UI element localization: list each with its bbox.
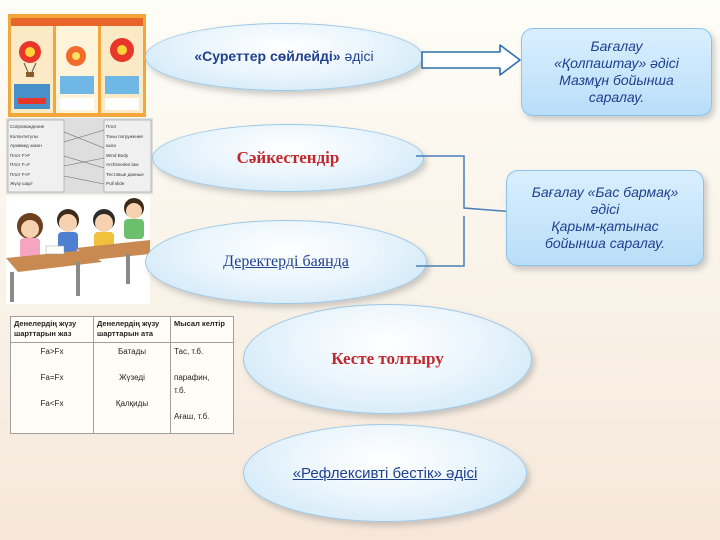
worksheet-right-row: Pull slide <box>106 181 125 186</box>
table-header-row: Денелердің жүзу шарттарын жаз Денелердің… <box>10 315 234 344</box>
assessment-thumb-line2: әдісі <box>590 201 620 217</box>
table-header-cell: Денелердің жүзу шарттарын ата <box>93 315 171 344</box>
table-row: Fа>Fх Fа=Fх Fа<Fх Батады Жүзеді Қалқиды … <box>10 342 234 434</box>
reflexive-five-title: «Рефлексивті бестік» әдісі <box>292 464 478 482</box>
worksheet-right-row: Плот <box>106 124 117 129</box>
table-fill-title: Кесте толтыру <box>331 349 444 368</box>
worksheet-right-row: Тестовые данные <box>106 171 144 177</box>
worksheet-left-row: Колонтитулы <box>10 133 38 139</box>
worksheet-left-row: Плот F<F <box>10 171 31 177</box>
reflexive-five-ellipse: «Рефлексивті бестік» әдісі <box>243 424 527 522</box>
worksheet-left-row: Плот F=F <box>10 162 31 167</box>
table-header-cell: Мысал келтір <box>170 315 234 344</box>
worksheet-right-row: Archimedes law <box>106 162 139 167</box>
pictures-speak-method-ellipse: «Суреттер сөйлейді» әдісі <box>145 23 423 91</box>
worksheet-left-row: Жүзу шарт <box>10 181 33 186</box>
table-header-cell: Денелердің жүзу шарттарын жаз <box>10 315 94 344</box>
arrow-right-icon <box>421 44 521 76</box>
matching-ellipse: Сәйкестендір <box>152 124 424 192</box>
assessment-praise-box: Бағалау «Қолпаштау» әдісі Мазмұн бойынша… <box>521 28 712 116</box>
report-data-ellipse: Деректерді баянда <box>145 220 427 304</box>
matching-worksheet-image: Сопровождение Колонтитулы Архимед закон … <box>6 118 153 194</box>
matching-title: Сәйкестендір <box>236 148 340 167</box>
worksheet-right-row: Wind Body <box>106 152 129 158</box>
worksheet-left-row: Архимед закон <box>10 143 42 148</box>
assessment-thumb-line4: бойынша саралау. <box>544 235 666 251</box>
table-cell-examples: Тас, т.б. парафин, т.б. Ағаш, т.б. <box>170 342 234 434</box>
assessment-praise-line3: Мазмұн бойынша <box>559 72 674 88</box>
assessment-praise-line1: Бағалау <box>590 38 643 54</box>
worksheet-right-row: Тоны погружения <box>106 133 143 139</box>
balloon-poster-image <box>8 14 146 117</box>
bracket-connector-icon <box>416 155 517 267</box>
assessment-thumb-line3: Қарым-қатынас <box>551 218 659 234</box>
table-fill-ellipse: Кесте толтыру <box>243 304 532 414</box>
table-cell-results: Батады Жүзеді Қалқиды <box>93 342 171 434</box>
assessment-praise-line4: саралау. <box>588 89 645 105</box>
method-name: «Суреттер сөйлейді» <box>194 48 341 64</box>
worksheet-left-row: Сопровождение <box>10 124 45 129</box>
pictures-speak-method-text: «Суреттер сөйлейді» әдісі <box>194 48 373 66</box>
assessment-thumb-line1: Бағалау «Бас бармақ» <box>531 184 679 200</box>
worksheet-left-row: Плот F>F <box>10 152 31 158</box>
table-cell-conditions: Fа>Fх Fа=Fх Fа<Fх <box>10 342 94 434</box>
students-at-desks-image <box>6 196 150 304</box>
assessment-thumb-box: Бағалау «Бас бармақ» әдісі Қарым-қатынас… <box>506 170 704 266</box>
floating-conditions-table: Денелердің жүзу шарттарын жаз Денелердің… <box>10 315 234 434</box>
assessment-praise-line2: «Қолпаштау» әдісі <box>554 55 679 71</box>
method-suffix: әдісі <box>340 48 374 64</box>
report-data-title: Деректерді баянда <box>223 253 349 270</box>
worksheet-right-row: кала <box>106 143 116 148</box>
